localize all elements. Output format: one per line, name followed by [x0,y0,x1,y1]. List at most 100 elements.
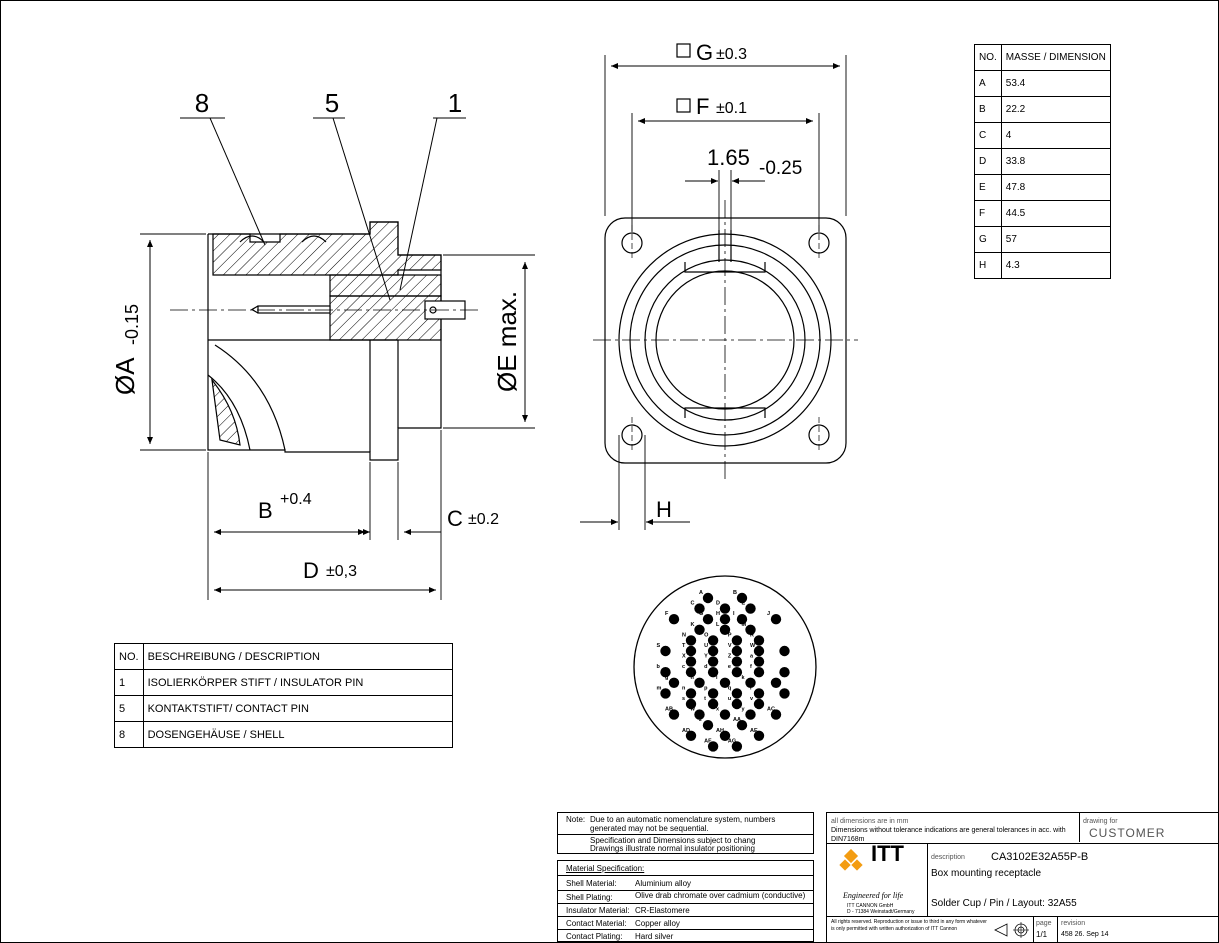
description-label: description [931,854,965,861]
callout-leaders [180,117,466,301]
row-value: 4.3 [1000,252,1111,279]
title-divider [827,843,1218,844]
description-line2: Solder Cup / Pin / Layout: 32A55 [931,898,1077,909]
contact-pin [731,741,743,752]
contact-label: AG [728,738,736,744]
contact-label: B [733,590,737,596]
dim-g-tolerance: ±0.3 [716,46,747,63]
contact-pin [685,688,697,699]
contact-label: N [682,632,686,638]
spec-value: Hard silver [635,932,674,941]
contact-pin [685,645,697,657]
contact-pin [731,688,743,699]
row-value: 4 [1000,122,1111,149]
dim-width-tolerance: -0.25 [759,158,802,179]
contact-pin [694,624,705,635]
col-header-no: NO. [114,643,144,670]
spec-value: CR-Elastomere [635,906,690,915]
contact-pin [660,667,671,678]
drawing-for-label: drawing for [1083,818,1118,825]
contact-label: P [728,632,732,638]
dim-a-label: ØA [110,357,140,395]
contact-label: v [750,696,754,702]
dim-c-tolerance: ±0.2 [468,511,499,528]
col-header-no: NO. [974,44,1002,71]
material-divider [558,890,813,891]
contact-pin [753,656,765,667]
contact-pin [719,709,731,720]
contact-pin [770,709,782,720]
contact-label: f [750,664,752,670]
contact-pin [702,592,714,604]
contact-pin [702,614,714,625]
material-divider [558,903,813,904]
contact-pin [731,667,743,678]
contact-label: t [704,696,706,702]
material-divider [558,875,813,876]
contact-pin [770,677,782,688]
contact-pin [685,667,697,678]
table-header-row: NO. BESCHREIBUNG / DESCRIPTION [114,643,454,670]
contact-pin [745,677,756,688]
spec-value: Copper alloy [635,919,680,928]
contact-label: i [716,675,718,681]
row-key: A [974,70,1002,97]
dim-h-label: H [656,497,672,522]
note-line3: Drawings illustrate normal insulator pos… [590,844,755,853]
contact-pin [685,730,697,741]
contact-label: F [665,611,669,617]
row-key: E [974,174,1002,201]
contact-pin [668,677,680,688]
dim-a-tolerance: -0.15 [122,304,142,345]
contact-label: c [682,664,685,670]
contact-label: k [742,675,746,681]
contact-pin [753,730,765,741]
contact-label: A [699,590,703,596]
spec-label: Shell Material: [566,879,617,888]
row-value: 22.2 [1000,96,1111,123]
row-key: 5 [114,695,144,722]
contact-pin [753,667,765,678]
title-divider [1079,813,1080,842]
dim-b-label: B [258,498,273,523]
side-section-view [170,221,480,461]
row-value: 57 [1000,226,1111,253]
contact-pin [702,720,714,731]
contact-label: X [682,654,686,660]
contact-pin [731,656,743,667]
contact-pin [719,677,731,688]
callout-5: 5 [325,88,339,118]
row-key: 8 [114,721,144,748]
projection-symbol-icon [994,922,1029,938]
contact-pin [753,645,765,657]
dim-g-label: G [696,40,713,65]
contact-label: p [704,685,708,691]
contact-label: O [704,632,709,638]
dim-d-tolerance: ±0,3 [326,563,357,580]
spec-value: Olive drab chromate over cadmium (conduc… [635,891,806,900]
itt-logo-icon [839,849,863,871]
contact-label: x [716,707,720,713]
row-value: 47.8 [1000,174,1111,201]
row-key: D [974,148,1002,175]
contact-pin [707,656,719,667]
contact-label: AA [733,717,741,723]
contact-pin [779,688,790,699]
contact-pin [736,592,748,604]
material-title: Material Specification: [566,864,645,873]
contact-label: AH [716,728,724,734]
contact-pin [707,688,719,699]
note-label: Note: [566,815,586,824]
contact-label: AD [682,728,690,734]
contact-pin [779,645,790,657]
spec-label: Contact Plating: [566,932,623,941]
contact-pin [668,614,680,625]
contact-label: g [665,675,668,681]
row-key: G [974,226,1002,253]
